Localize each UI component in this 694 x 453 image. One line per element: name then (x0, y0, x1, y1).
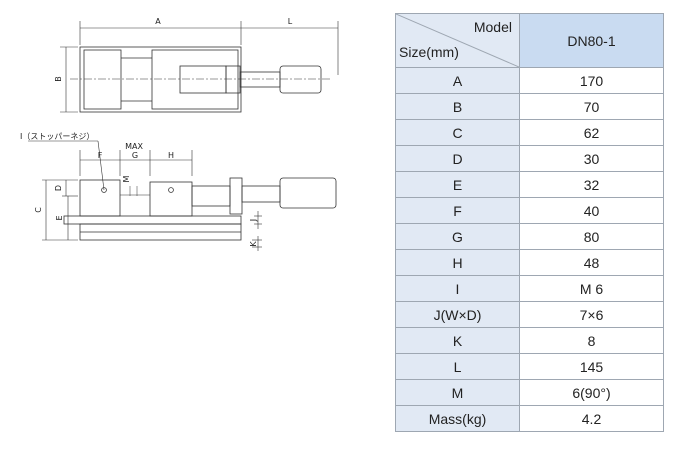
spec-label: L (395, 353, 520, 380)
dim-label-MAX: MAX (125, 142, 143, 151)
spec-label: K (395, 327, 520, 354)
spec-label: I (395, 275, 520, 302)
spec-value: 70 (519, 93, 664, 120)
spec-value: 40 (519, 197, 664, 224)
dim-label-L: L (288, 17, 293, 26)
spec-label: G (395, 223, 520, 250)
top-view-dimensions (60, 21, 339, 113)
spec-value: 145 (519, 353, 664, 380)
dim-label-E: E (55, 215, 64, 220)
spec-table-header: Model Size(mm) DN80-1 (395, 13, 664, 68)
model-header-label: Model (473, 19, 512, 35)
dim-label-F: F (98, 151, 103, 160)
spec-value: 80 (519, 223, 664, 250)
dim-label-G: G (132, 151, 138, 160)
spec-value: 8 (519, 327, 664, 354)
dim-label-C: C (34, 207, 43, 213)
side-view-dimensions (28, 140, 262, 251)
dim-label-K: K (249, 241, 258, 247)
dim-label-H: H (168, 151, 174, 160)
spec-value: 4.2 (519, 405, 664, 432)
model-name-cell: DN80-1 (519, 13, 664, 68)
dim-label-A: A (155, 17, 161, 26)
spec-label: Mass(kg) (395, 405, 520, 432)
spec-value: 48 (519, 249, 664, 276)
diagonal-divider (396, 14, 519, 67)
top-view (70, 46, 330, 113)
stopper-screw-note: I（ストッパーネジ） (20, 132, 94, 141)
spec-value: 170 (519, 67, 664, 94)
spec-value: M 6 (519, 275, 664, 302)
spec-label: A (395, 67, 520, 94)
spec-label: F (395, 197, 520, 224)
spec-label: J(W×D) (395, 301, 520, 328)
spec-value: 30 (519, 145, 664, 172)
vise-technical-drawing: A L B I（ストッパーネジ） MAX F G H M D C E J K (20, 17, 339, 251)
spec-row: J(W×D)7×6 (395, 301, 664, 328)
spec-label: E (395, 171, 520, 198)
spec-value: 32 (519, 171, 664, 198)
spec-label: B (395, 93, 520, 120)
spec-label: D (395, 145, 520, 172)
spec-row: Mass(kg)4.2 (395, 405, 664, 432)
spec-value: 6(90°) (519, 379, 664, 406)
dim-label-M: M (122, 175, 131, 182)
spec-label: M (395, 379, 520, 406)
dim-label-B: B (54, 76, 63, 82)
spec-value: 62 (519, 119, 664, 146)
side-view (63, 177, 337, 241)
dim-label-J: J (249, 219, 258, 222)
dim-label-D: D (54, 185, 63, 191)
spec-value: 7×6 (519, 301, 664, 328)
header-corner-cell: Model Size(mm) (395, 13, 520, 68)
size-header-label: Size(mm) (399, 44, 459, 60)
spec-label: C (395, 119, 520, 146)
spec-label: H (395, 249, 520, 276)
